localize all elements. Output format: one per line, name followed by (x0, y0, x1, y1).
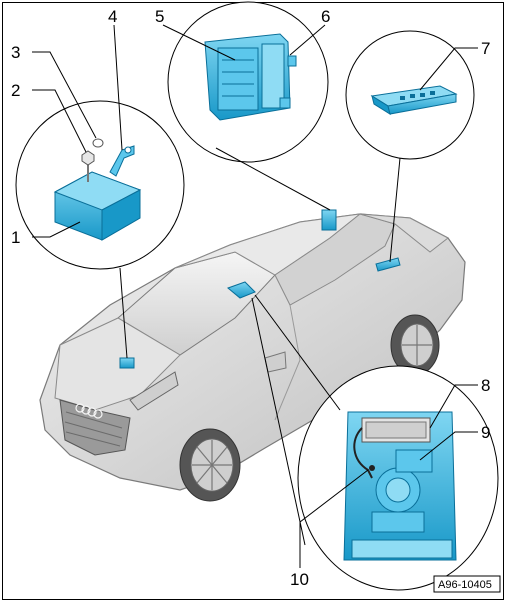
module-location-front (119, 357, 135, 369)
module-location-roof (227, 281, 256, 299)
callout-10: 10 (290, 570, 309, 589)
callout-7: 7 (481, 39, 490, 58)
callout-8: 8 (481, 376, 490, 395)
roof-console-part (343, 411, 457, 561)
car-illustration (39, 213, 466, 502)
callout-5: 5 (155, 7, 164, 26)
callout-2: 2 (11, 81, 20, 100)
reference-code: A96-10405 (438, 579, 492, 591)
leader-lines (119, 147, 401, 546)
callout-6: 6 (321, 7, 330, 26)
callout-leaders (32, 24, 478, 568)
callout-9: 9 (481, 423, 490, 442)
control-unit-part (204, 33, 297, 121)
module-location-rear-shelf (321, 209, 337, 231)
reference-box (433, 575, 501, 593)
callout-1: 1 (11, 228, 20, 247)
callout-4: 4 (108, 7, 117, 26)
antenna-module-part (370, 85, 458, 116)
callout-3: 3 (11, 43, 20, 62)
sensor-housing-part (53, 138, 142, 241)
